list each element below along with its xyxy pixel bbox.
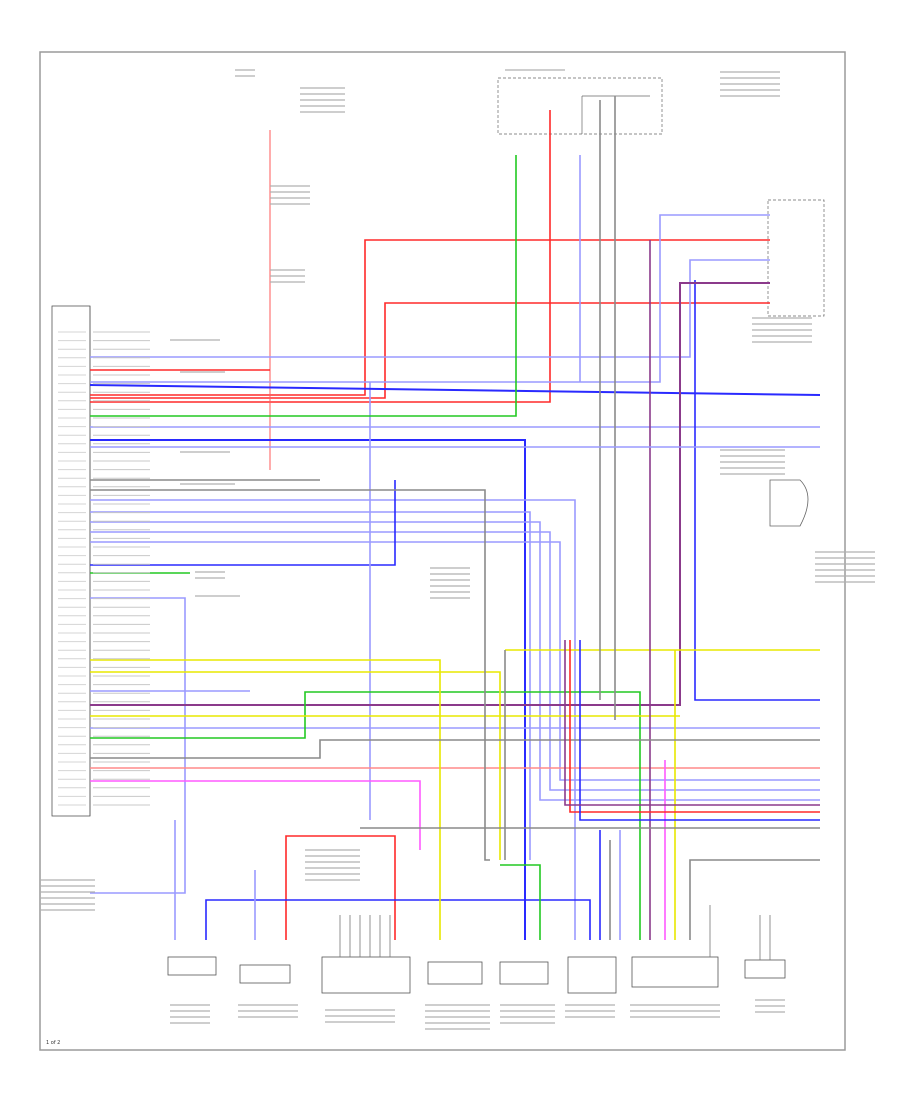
right-switch-component	[767, 199, 825, 317]
wire-blue	[90, 259, 770, 358]
wire-blue	[89, 384, 821, 396]
diagram-border	[39, 51, 846, 1051]
bottom-pin-stubs	[339, 905, 771, 960]
wire-harness	[89, 96, 821, 940]
wire-green	[90, 691, 641, 940]
footer-code: 1 of 2	[46, 1040, 60, 1046]
wire-gray	[90, 739, 820, 759]
wire-blue	[205, 899, 591, 940]
wire-blue	[90, 521, 820, 801]
wire-pink	[90, 780, 421, 850]
wire-bundle	[564, 640, 820, 806]
wire-red	[285, 835, 396, 940]
wire-red	[90, 239, 770, 396]
wire-gray	[689, 859, 820, 940]
ecu-pin-labels	[58, 331, 150, 806]
wire-red	[90, 110, 551, 403]
wire-blue	[90, 214, 770, 383]
wire-blue	[90, 597, 186, 894]
label-blocks	[40, 69, 875, 1030]
wire-red	[90, 302, 770, 399]
wire-blue	[694, 280, 820, 701]
right-sensor-component	[769, 479, 809, 527]
wire-violet	[90, 282, 770, 706]
wire-blue	[90, 511, 531, 860]
wire-blue	[90, 531, 820, 791]
wire-green	[90, 155, 517, 417]
wire-yellow	[90, 671, 501, 860]
wire-bundle	[569, 640, 820, 813]
wire-blue	[90, 439, 526, 940]
top-relay-component	[497, 77, 663, 135]
wire-blue	[90, 480, 396, 566]
wire-gray	[90, 489, 490, 861]
wire-blue	[90, 541, 820, 781]
ecu-connector-block	[51, 305, 91, 817]
bottom-connectors	[167, 956, 786, 994]
wire-yellow	[90, 659, 441, 940]
wire-blue	[90, 499, 576, 940]
wire-bundle	[579, 640, 820, 821]
wire-green	[500, 864, 541, 940]
